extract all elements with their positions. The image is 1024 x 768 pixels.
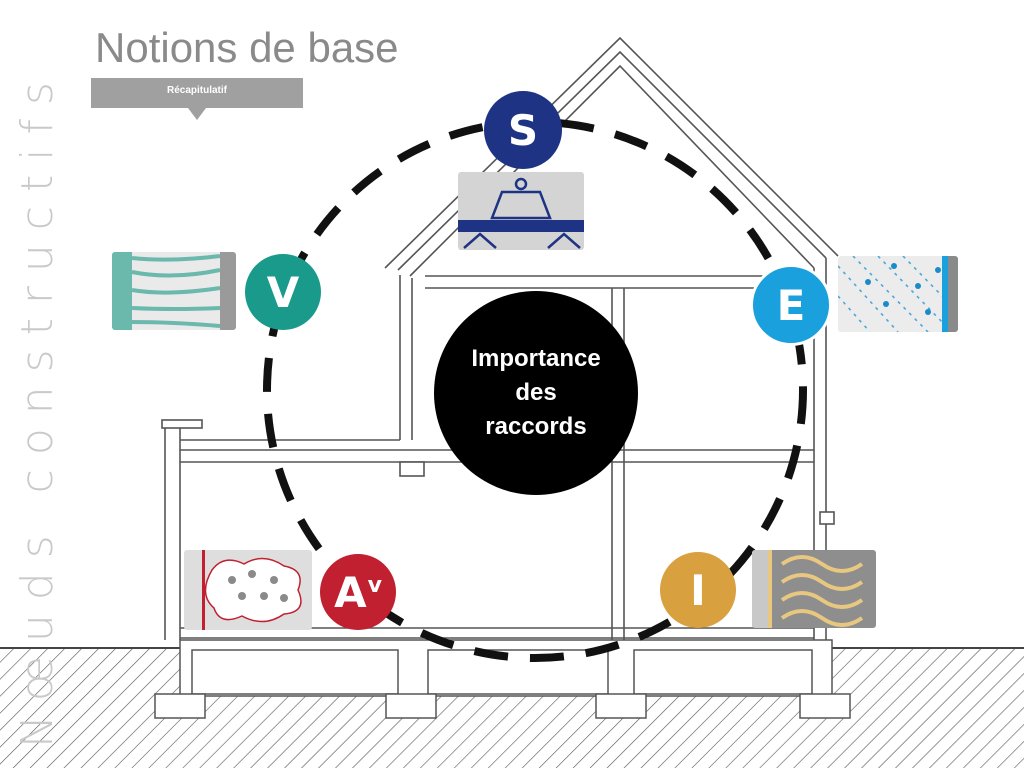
badge-e: E xyxy=(750,264,832,346)
vertical-side-text: Nœuds constructifs xyxy=(12,68,63,748)
rain-icon xyxy=(838,256,958,332)
page-title: Notions de base xyxy=(95,24,399,71)
section-tag: Récapitulatif xyxy=(91,78,303,120)
badge-i: I xyxy=(660,552,736,628)
badge-s: S xyxy=(484,91,562,169)
center-text: Importance des raccords xyxy=(471,345,601,440)
vapor-cloud-icon xyxy=(184,550,312,630)
insulation-icon xyxy=(752,550,876,628)
badge-v: V xyxy=(245,254,321,330)
wind-icon xyxy=(112,252,236,330)
weight-on-structure-icon xyxy=(458,172,584,250)
center-circle: Importance des raccords xyxy=(434,291,638,495)
